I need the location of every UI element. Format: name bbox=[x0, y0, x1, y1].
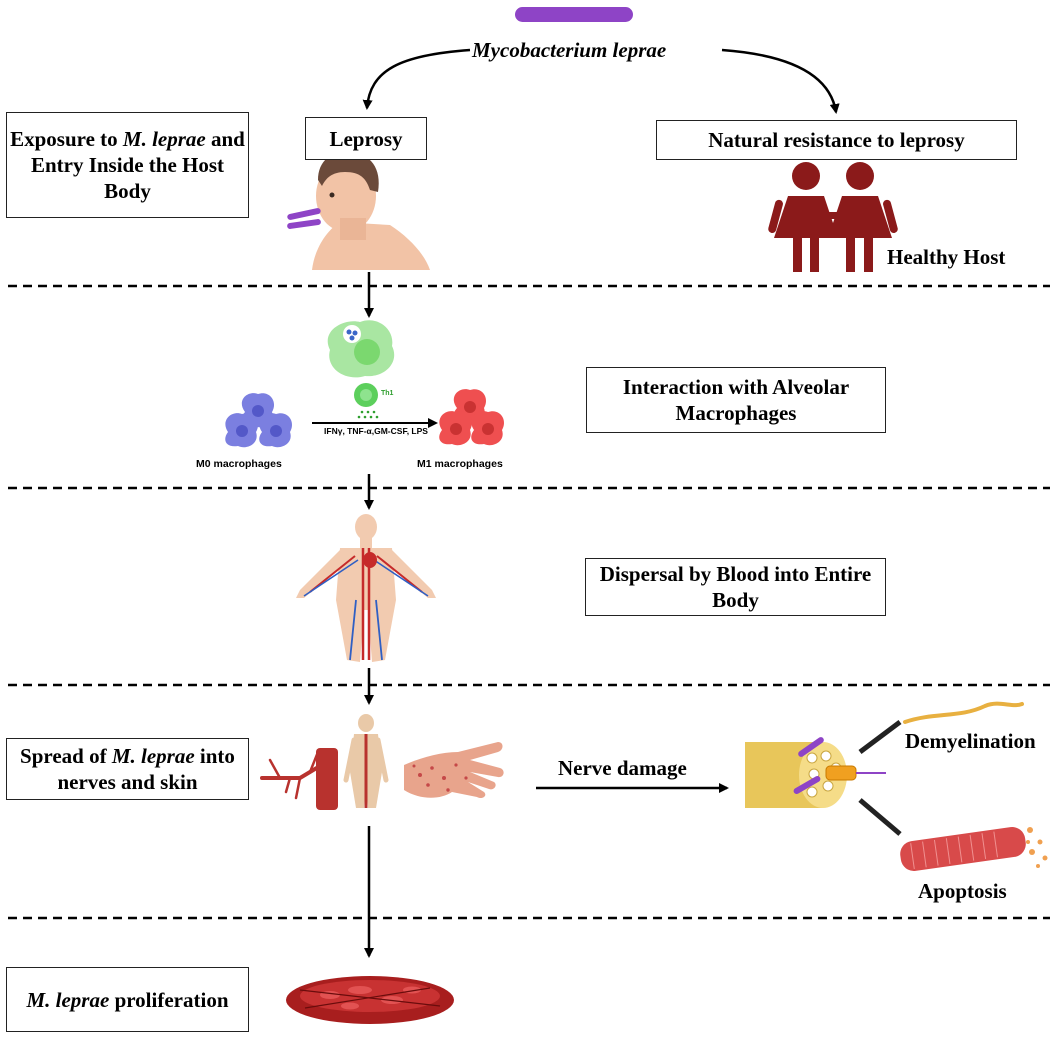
stage-dispersal-box: Dispersal by Blood into Entire Body bbox=[585, 558, 886, 616]
circulatory-system-icon bbox=[296, 514, 436, 662]
cytokines-label: IFNγ, TNF-α,GM-CSF, LPS bbox=[324, 426, 428, 436]
stage-exposure-box: Exposure to M. leprae and Entry Inside t… bbox=[6, 112, 249, 218]
person-head-icon bbox=[287, 151, 430, 270]
m0-label: M0 macrophages bbox=[196, 458, 282, 470]
nerve-damage-label: Nerve damage bbox=[558, 756, 687, 780]
th1-label: Th1 bbox=[381, 390, 394, 397]
stage-proliferation-text: M. leprae proliferation bbox=[26, 987, 229, 1012]
infected-macrophage-icon bbox=[327, 320, 395, 378]
nerve-bundle-icon bbox=[745, 737, 886, 808]
arrow-apoptosis bbox=[858, 798, 902, 836]
healthy-host-icon bbox=[768, 162, 898, 272]
nervous-body-icon bbox=[343, 714, 389, 808]
leprosy-label: Leprosy bbox=[329, 126, 403, 151]
apoptosis-label: Apoptosis bbox=[918, 879, 1007, 903]
arrow-to-resistance bbox=[721, 48, 840, 114]
stage-macrophage-box: Interaction with Alveolar Macrophages bbox=[586, 367, 886, 433]
m1-label: M1 macrophages bbox=[417, 458, 503, 470]
arrow-to-leprosy bbox=[362, 48, 471, 110]
proliferation-tissue-icon bbox=[286, 976, 454, 1024]
bacterium-icon bbox=[515, 7, 633, 22]
flow-arrows bbox=[364, 272, 729, 958]
arrow-demyelination bbox=[858, 720, 902, 754]
stage-spread-box: Spread of M. leprae into nerves and skin bbox=[6, 738, 249, 800]
pathogen-title: Mycobacterium leprae bbox=[472, 38, 667, 62]
demyelination-label: Demyelination bbox=[905, 729, 1036, 753]
demyelinated-fiber-icon bbox=[903, 701, 1024, 724]
artery-icon bbox=[316, 748, 338, 810]
stage-spread-text: Spread of M. leprae into nerves and skin bbox=[20, 744, 235, 794]
hand-lesions-icon bbox=[404, 742, 504, 799]
stage-proliferation-box: M. leprae proliferation bbox=[6, 967, 249, 1032]
stage-exposure-text: Exposure to M. leprae and Entry Inside t… bbox=[10, 127, 245, 203]
leprosy-box: Leprosy bbox=[305, 117, 427, 160]
stage-dispersal-text: Dispersal by Blood into Entire Body bbox=[599, 562, 872, 612]
apoptotic-fiber-icon bbox=[900, 827, 1048, 871]
resistance-box: Natural resistance to leprosy bbox=[656, 120, 1017, 160]
healthy-host-label: Healthy Host bbox=[887, 245, 1006, 269]
resistance-label: Natural resistance to leprosy bbox=[708, 128, 965, 152]
th1-cell-icon bbox=[354, 383, 379, 419]
dashed-separators bbox=[8, 284, 1050, 920]
stage-macrophage-text: Interaction with Alveolar Macrophages bbox=[622, 375, 850, 425]
m1-macrophages-icon bbox=[439, 389, 505, 446]
m0-macrophages-icon bbox=[225, 393, 293, 448]
